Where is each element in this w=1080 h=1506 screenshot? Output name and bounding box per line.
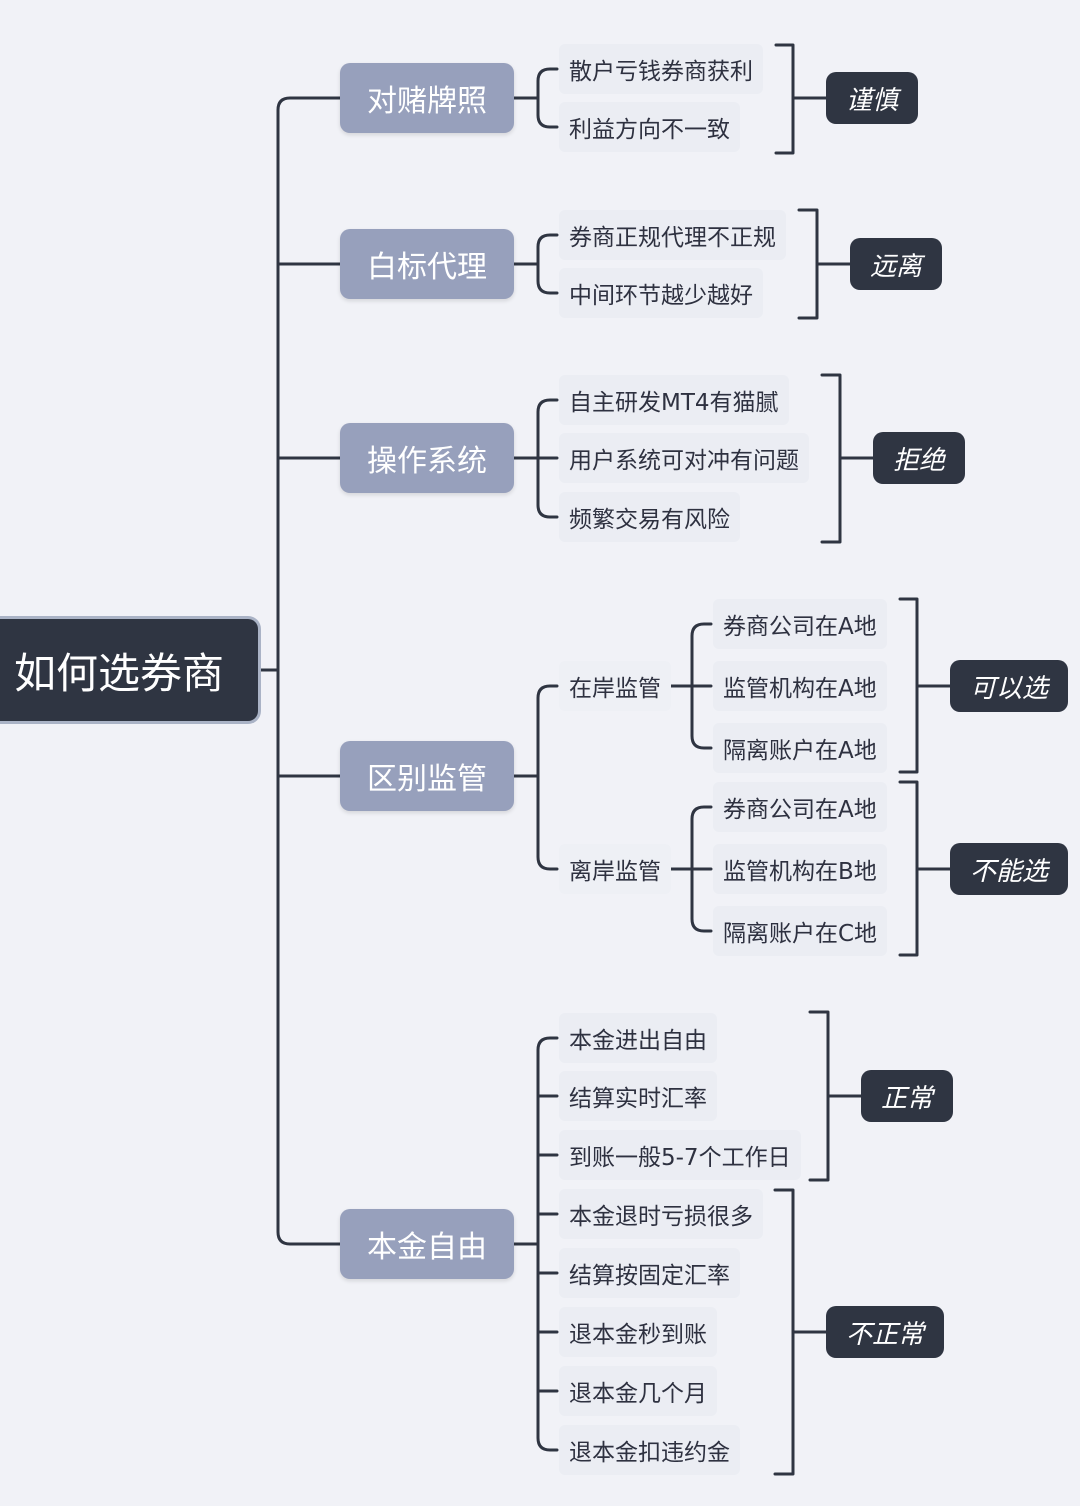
leaf-node: 券商正规代理不正规 bbox=[559, 210, 786, 260]
leaf-node: 到账一般5-7个工作日 bbox=[559, 1130, 801, 1180]
sub-node-onshore: 在岸监管 bbox=[559, 661, 671, 711]
branch-node-capital-freedom: 本金自由 bbox=[340, 1209, 514, 1279]
leaf-node: 券商公司在A地 bbox=[713, 782, 887, 832]
leaf-node: 监管机构在B地 bbox=[713, 844, 887, 894]
root-node: 如何选券商 bbox=[0, 619, 258, 721]
branch-node-trading-system: 操作系统 bbox=[340, 423, 514, 493]
leaf-node: 监管机构在A地 bbox=[713, 661, 887, 711]
verdict-badge: 拒绝 bbox=[873, 432, 965, 484]
leaf-node: 结算按固定汇率 bbox=[559, 1248, 740, 1298]
sub-node-offshore: 离岸监管 bbox=[559, 844, 671, 894]
leaf-node: 利益方向不一致 bbox=[559, 102, 740, 152]
leaf-node: 中间环节越少越好 bbox=[559, 268, 763, 318]
leaf-node: 频繁交易有风险 bbox=[559, 492, 740, 542]
leaf-node: 退本金扣违约金 bbox=[559, 1425, 740, 1475]
verdict-badge: 谨慎 bbox=[826, 72, 918, 124]
leaf-node: 自主研发MT4有猫腻 bbox=[559, 375, 789, 425]
leaf-node: 隔离账户在A地 bbox=[713, 723, 887, 773]
verdict-badge: 正常 bbox=[861, 1070, 953, 1122]
branch-node-betting-license: 对赌牌照 bbox=[340, 63, 514, 133]
leaf-node: 退本金几个月 bbox=[559, 1366, 717, 1416]
leaf-node: 本金退时亏损很多 bbox=[559, 1189, 763, 1239]
leaf-node: 券商公司在A地 bbox=[713, 599, 887, 649]
leaf-node: 退本金秒到账 bbox=[559, 1307, 717, 1357]
branch-node-regulation: 区别监管 bbox=[340, 741, 514, 811]
verdict-badge: 远离 bbox=[850, 238, 942, 290]
leaf-node: 散户亏钱券商获利 bbox=[559, 44, 763, 94]
verdict-badge: 不能选 bbox=[950, 843, 1068, 895]
leaf-node: 隔离账户在C地 bbox=[713, 906, 888, 956]
leaf-node: 本金进出自由 bbox=[559, 1013, 717, 1063]
leaf-node: 用户系统可对冲有问题 bbox=[559, 433, 809, 483]
leaf-node: 结算实时汇率 bbox=[559, 1071, 717, 1121]
verdict-badge: 不正常 bbox=[826, 1306, 944, 1358]
verdict-badge: 可以选 bbox=[950, 660, 1068, 712]
branch-node-white-label: 白标代理 bbox=[340, 229, 514, 299]
